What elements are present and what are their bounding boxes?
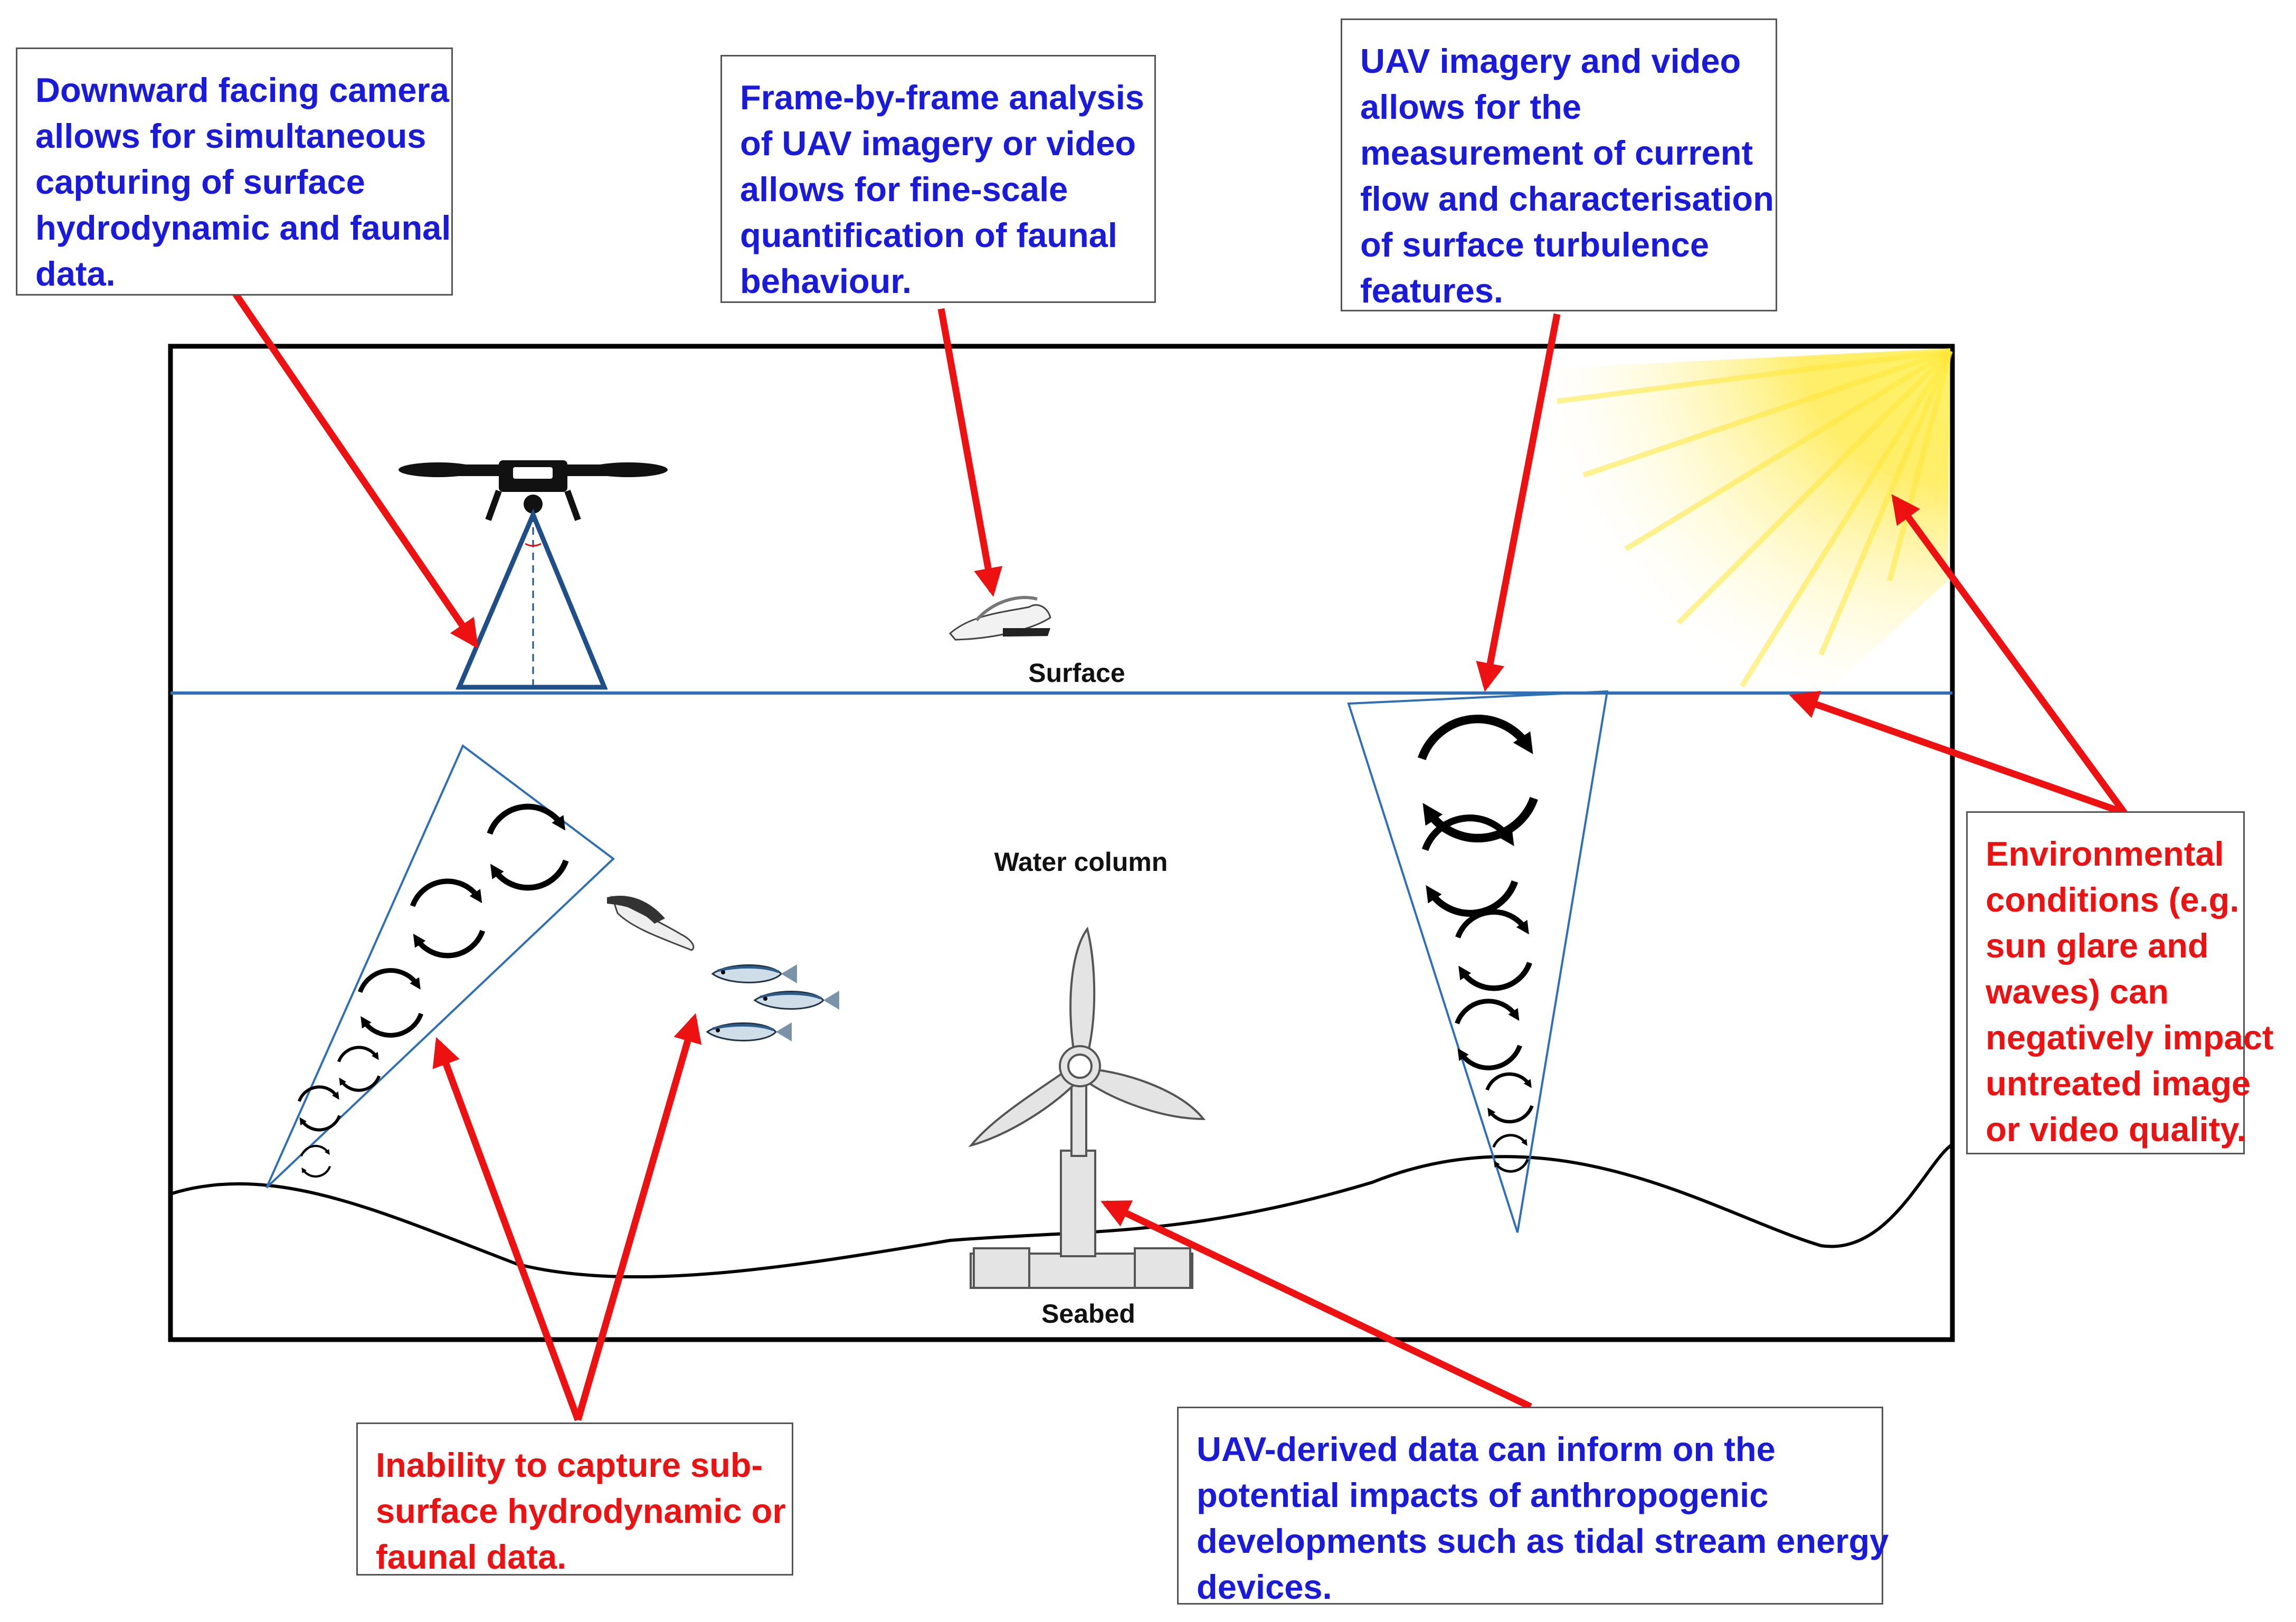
callout-line: capturing of surface bbox=[35, 163, 365, 201]
callout-line: Downward facing camera bbox=[35, 71, 449, 109]
callout-line: faunal data. bbox=[376, 1538, 567, 1576]
callout-line: potential impacts of anthropogenic bbox=[1197, 1476, 1769, 1514]
surface-label: Surface bbox=[1028, 658, 1125, 688]
arrow-subsurface-eddies bbox=[432, 1037, 582, 1421]
callout-line: hydrodynamic and faunal bbox=[35, 208, 451, 247]
callout-line: negatively impact bbox=[1986, 1018, 2274, 1057]
callout-line: conditions (e.g. bbox=[1986, 880, 2240, 919]
callout-line: measurement of current bbox=[1360, 134, 1753, 172]
callout-line: allows for simultaneous bbox=[35, 117, 426, 155]
seabed-label: Seabed bbox=[1041, 1299, 1135, 1329]
callout-line: flow and characterisation bbox=[1360, 179, 1774, 218]
fish-icon bbox=[706, 964, 839, 1041]
camera-field-of-view bbox=[456, 508, 608, 690]
callout-line: quantification of faunal bbox=[740, 216, 1117, 254]
callout-line: UAV-derived data can inform on the bbox=[1197, 1430, 1776, 1468]
callout-subsurface: Inability to capture sub- surface hydrod… bbox=[356, 1422, 793, 1576]
arrow-current-flow bbox=[1476, 313, 1561, 692]
callout-line: Frame-by-frame analysis bbox=[740, 78, 1144, 117]
turbulence-eddy-icon bbox=[265, 744, 615, 1189]
callout-frame-analysis: Frame-by-frame analysis of UAV imagery o… bbox=[720, 55, 1156, 303]
tidal-turbine-icon bbox=[968, 926, 1206, 1289]
callout-line: Inability to capture sub- bbox=[376, 1446, 763, 1484]
callout-line: behaviour. bbox=[740, 262, 912, 300]
callout-line: developments such as tidal stream energy bbox=[1197, 1522, 1889, 1560]
callout-line: allows for fine-scale bbox=[740, 170, 1068, 208]
sun-glare-icon bbox=[1531, 348, 1953, 728]
callout-line: sun glare and bbox=[1986, 926, 2209, 965]
callout-environmental: Environmental conditions (e.g. sun glare… bbox=[1966, 811, 2274, 1154]
arrow-camera bbox=[232, 291, 479, 649]
seabird-icon bbox=[607, 895, 695, 951]
callout-line: untreated image bbox=[1986, 1064, 2251, 1103]
callout-anthropogenic: UAV-derived data can inform on the poten… bbox=[1177, 1407, 1889, 1606]
callout-line: UAV imagery and video bbox=[1360, 42, 1741, 80]
callout-line: data. bbox=[35, 254, 116, 293]
drone-icon bbox=[399, 460, 668, 521]
callout-line: devices. bbox=[1197, 1568, 1332, 1606]
arrow-turbine bbox=[1100, 1200, 1532, 1410]
callout-line: of UAV imagery or video bbox=[740, 124, 1136, 163]
callout-line: Environmental bbox=[1986, 834, 2224, 873]
callout-current-flow: UAV imagery and video allows for the mea… bbox=[1341, 18, 1777, 311]
callout-camera: Downward facing camera allows for simult… bbox=[16, 48, 453, 296]
callout-line: allows for the bbox=[1360, 88, 1581, 126]
callout-line: waves) can bbox=[1986, 972, 2169, 1011]
callout-line: or video quality. bbox=[1986, 1110, 2246, 1149]
callout-line: features. bbox=[1360, 271, 1503, 310]
arrow-subsurface-fauna bbox=[574, 1013, 702, 1421]
water-column-label: Water column bbox=[994, 847, 1168, 877]
arrow-sun-glare bbox=[1891, 494, 2128, 815]
callout-line: surface hydrodynamic or bbox=[376, 1492, 786, 1530]
turbulence-eddy-icon bbox=[1347, 690, 1609, 1233]
seabird-icon bbox=[948, 596, 1051, 641]
arrow-frame-analysis bbox=[937, 308, 1003, 597]
seabed-line bbox=[170, 1143, 1953, 1279]
callout-arrows bbox=[232, 291, 2128, 1421]
arrow-waves bbox=[1789, 690, 2126, 817]
callout-line: of surface turbulence bbox=[1360, 225, 1709, 264]
